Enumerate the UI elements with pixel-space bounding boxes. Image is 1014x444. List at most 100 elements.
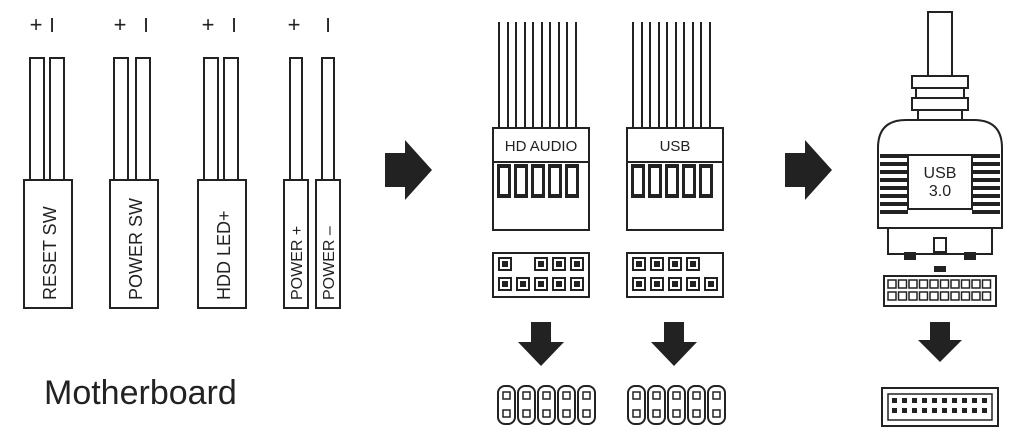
socket-pin [562,391,571,400]
grip-ridge [880,210,908,214]
pin-core [690,261,696,267]
socket-pin [932,408,937,413]
hd-audio-connector [492,22,590,231]
hdd-led-label: HDD LED+ [214,210,234,300]
arrow-right-icon [385,140,432,200]
socket-pin [522,409,531,418]
wire [29,57,45,183]
hd-audio-label: HD AUDIO [505,138,578,155]
contact-window [500,168,508,194]
polarity-plus: + [30,12,43,37]
socket-pin [652,409,661,418]
pin [981,291,992,301]
usb-connector [626,22,724,231]
pin-core [574,261,580,267]
pin [897,279,908,289]
socket-pin [902,398,907,403]
socket-pin [922,398,927,403]
pin-core [690,281,696,287]
socket-pin [982,398,987,403]
socket-pin [972,408,977,413]
pin [950,279,960,289]
socket-pin [982,408,987,413]
pin [981,279,992,289]
grip-ridge [880,186,908,190]
socket-pin [962,398,967,403]
reset-sw-connector [23,179,73,309]
polarity-markers: +I+I+I+I [30,12,331,37]
contact-window [551,168,559,194]
socket-pin [672,391,681,400]
pin [908,291,918,301]
socket-pin [562,409,571,418]
hdd-led-connector [197,179,247,309]
contact-window [517,168,525,194]
socket-pin [972,398,977,403]
wire [289,57,303,183]
pin [971,279,981,289]
pin-core [538,281,544,287]
wire [321,57,335,183]
contact-window [534,168,542,194]
contact-window [702,168,710,194]
pin [960,279,971,289]
arrow-down-icon [518,322,564,366]
socket-pin [652,391,661,400]
pin-core [636,261,642,267]
socket-pin [942,398,947,403]
pin [939,279,950,289]
arrow-down-icon [918,322,962,362]
grip-ridge [972,210,1000,214]
contact-window [685,168,693,194]
socket-pin [912,398,917,403]
pin [929,279,939,289]
pin-core [654,281,660,287]
grip-ridge [972,162,1000,166]
grip-ridge [972,178,1000,182]
pin [887,291,897,301]
contact-window [651,168,659,194]
polarity-minus: I [325,15,331,37]
pin [918,279,929,289]
power-minus-connector [315,179,341,309]
usb3-connector [877,11,1003,272]
grip-ridge [972,186,1000,190]
socket-pin [542,409,551,418]
wire [113,57,129,183]
socket-pin [502,409,511,418]
wire [135,57,151,183]
grip-ridge [972,194,1000,198]
pin [908,279,918,289]
pin [950,291,960,301]
socket-pin [632,391,641,400]
pin [939,291,950,301]
pin [971,291,981,301]
polarity-minus: I [49,15,55,37]
grip-ridge [880,170,908,174]
socket-pin [632,409,641,418]
socket-pin [952,398,957,403]
socket-pin [692,409,701,418]
socket-pin [502,391,511,400]
wire [203,57,219,183]
polarity-plus: + [288,12,301,37]
hd-audio-board-socket [497,385,596,425]
pin [918,291,929,301]
front-panel-wires [29,57,335,183]
polarity-minus: I [143,15,149,37]
pin [897,291,908,301]
contact-window [634,168,642,194]
usb-pin-header [626,252,724,298]
motherboard-caption: Motherboard [44,374,237,412]
socket-pin [962,408,967,413]
pin-core [556,261,562,267]
grip-ridge [880,202,908,206]
grip-ridge [880,154,908,158]
usb3-label-line1: USB [924,165,957,182]
socket-pin [922,408,927,413]
polarity-plus: + [114,12,127,37]
pin-core [538,261,544,267]
power-sw-connector [109,179,159,309]
contact-window [568,168,576,194]
